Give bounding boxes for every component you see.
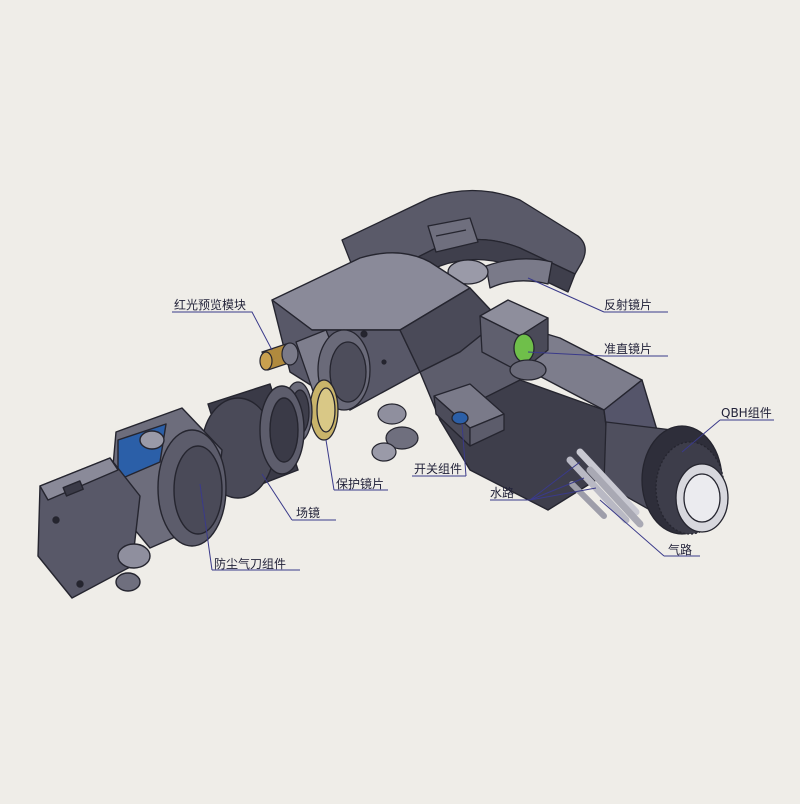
label-dust-air-knife-assembly: 防尘气刀组件	[214, 557, 287, 571]
label-collimating-lens: 准直镜片	[604, 342, 653, 356]
red-light-preview-module	[259, 342, 299, 371]
label-switch-assembly: 开关组件	[414, 462, 463, 476]
nozzle-block	[37, 457, 151, 599]
reflector-lens-block	[447, 258, 553, 289]
label-qbh-assembly: QBH组件	[721, 406, 772, 420]
leader-collimating	[527, 351, 668, 357]
label-gas-path: 气路	[668, 543, 693, 557]
leader-red-light	[172, 311, 273, 351]
collimating-lens-holder	[479, 299, 549, 381]
qbh-connector	[603, 421, 729, 535]
protective-lens	[309, 379, 339, 441]
leader-water	[490, 461, 597, 501]
leader-protective	[325, 439, 388, 491]
label-red-light-preview-module: 红光预览模块	[174, 298, 247, 312]
housing-fittings	[360, 330, 419, 462]
label-field-lens: 场镜	[296, 506, 321, 520]
leader-switch	[412, 423, 467, 477]
leader-qbh	[681, 419, 774, 453]
leader-field	[261, 473, 336, 521]
switch-assembly	[433, 383, 505, 447]
leader-gas	[599, 499, 700, 557]
label-reflective-lens: 反射镜片	[604, 298, 653, 312]
label-protective-lens: 保护镜片	[336, 477, 385, 491]
coolant-tubes	[566, 448, 644, 528]
label-water-path: 水路	[490, 486, 515, 500]
housing-flange	[295, 329, 371, 411]
leader-lines	[172, 277, 774, 571]
leader-dust	[199, 483, 300, 571]
leader-reflective	[527, 277, 668, 313]
